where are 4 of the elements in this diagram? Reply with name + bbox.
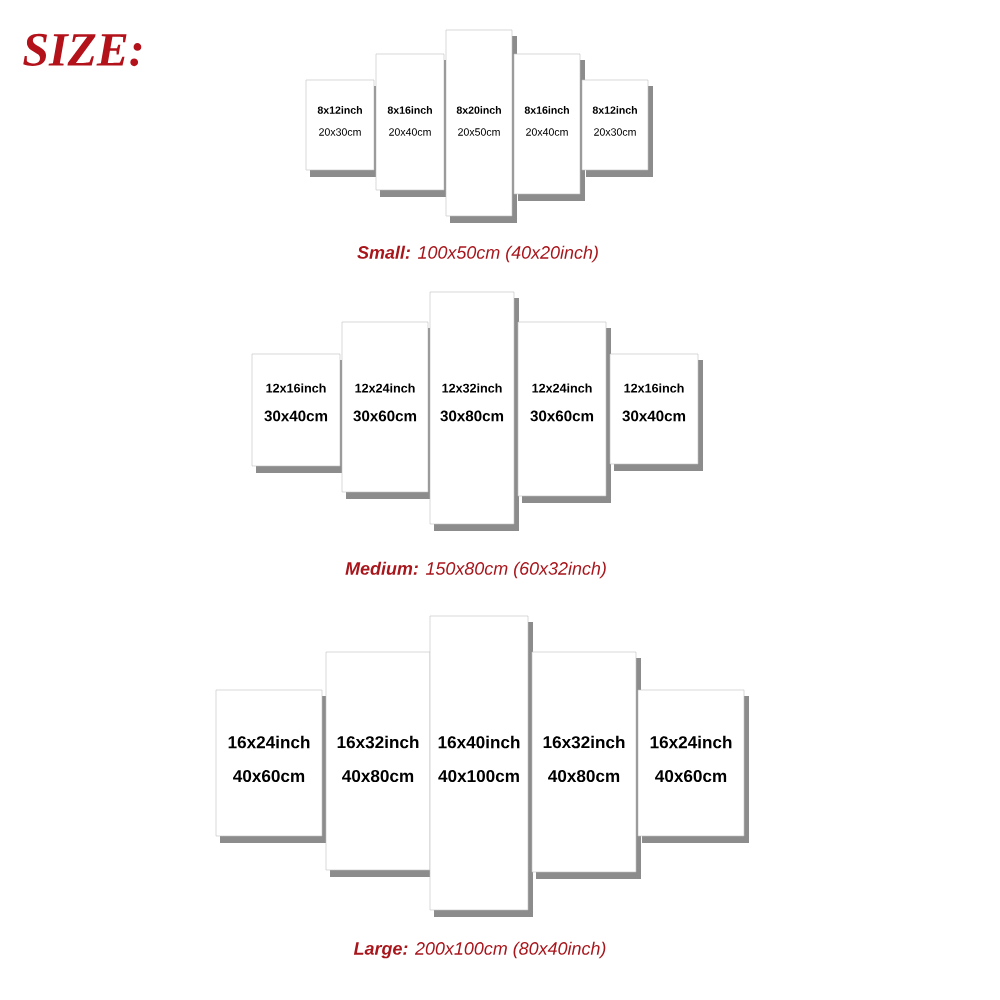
title: SIZE: [23,33,142,67]
size-caption: Medium: 150x80cm (60x32inch) [345,561,606,579]
size-caption: Large: 200x100cm (80x40inch) [353,941,606,959]
size-caption: Small: 100x50cm (40x20inch) [357,245,598,263]
